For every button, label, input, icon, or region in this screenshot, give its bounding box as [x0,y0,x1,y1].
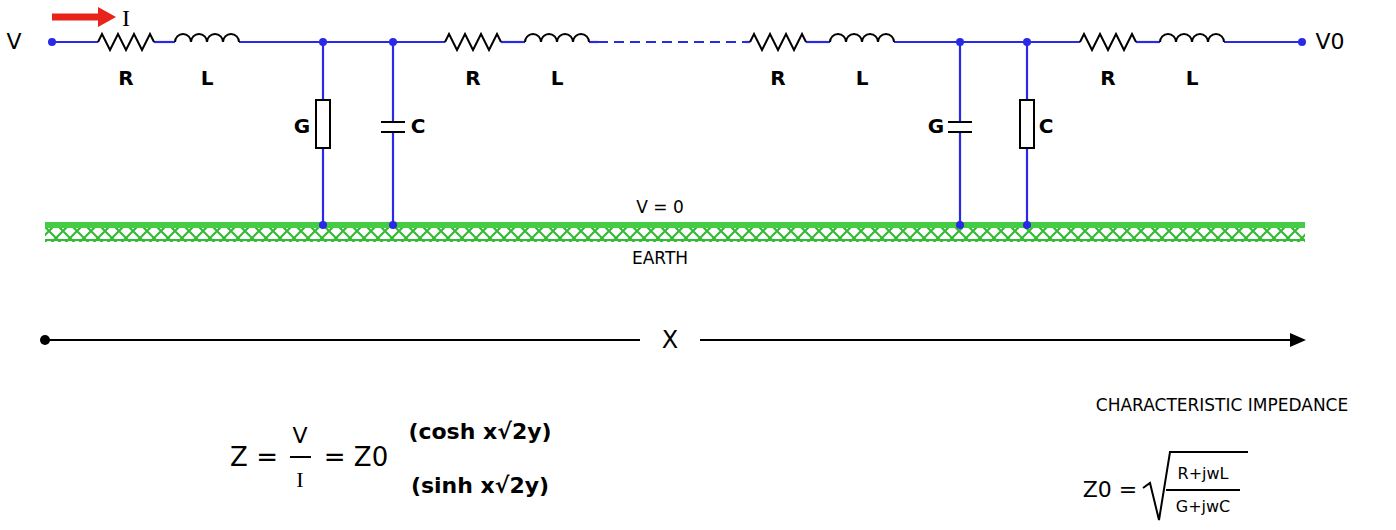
fraction-bar [290,456,311,458]
formula-text: (sinh x√2y) [411,475,549,497]
fraction-bar [1166,489,1240,491]
formula-text: = Z0 [324,444,388,470]
component-label: L [856,68,869,88]
component-label: C [411,116,426,136]
length-line [700,339,1292,341]
voltage-label: V0 [1315,31,1344,53]
heading-label: CHARACTERISTIC IMPEDANCE [1096,397,1348,414]
shunt-elements [316,100,1034,148]
component-label: L [551,68,564,88]
current-label: I [122,6,130,30]
component-label: L [201,68,214,88]
resistor-symbol [98,34,1136,50]
component-label: L [1186,68,1199,88]
formula-text: G+jwC [1176,499,1231,515]
junction-dots [48,38,1306,229]
current-arrowhead [98,7,116,27]
sqrt-sign [1143,452,1248,520]
component-label: R [465,68,480,88]
formula-text: (cosh x√2y) [408,421,551,443]
inductor-symbol [175,34,1224,42]
formula-text: Z0 = [1083,479,1138,501]
component-label: R [770,68,785,88]
wires [52,42,1302,225]
earth-label: EARTH [632,250,688,267]
current-arrow [52,14,100,21]
formula-text: V [292,425,307,447]
length-arrowhead [1290,333,1306,347]
component-label: R [118,68,133,88]
earth-voltage-label: V = 0 [636,199,684,216]
length-label: X [662,328,678,352]
voltage-label: V [6,31,21,53]
earth-line [45,222,1305,228]
earth-hatching [45,228,1305,242]
component-label: C [1039,116,1054,136]
component-label: G [928,116,944,136]
formula-text: R+jwL [1178,466,1229,482]
length-line [45,339,640,341]
formula-text: I [296,469,303,491]
formula-text: Z = [230,444,278,470]
component-label: R [1100,68,1115,88]
component-label: G [294,116,310,136]
